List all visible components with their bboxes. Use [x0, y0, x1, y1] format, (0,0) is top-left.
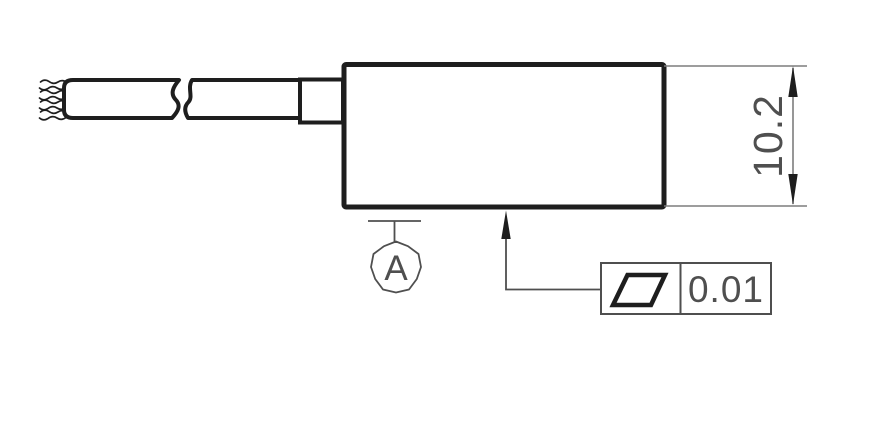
- datum-balloon: [370, 240, 422, 294]
- tolerance-value: 0.01: [688, 269, 764, 310]
- datum-label: A: [384, 249, 408, 288]
- feature-control-frame: 0.01: [600, 262, 772, 315]
- dimension-arrow-up-icon: [788, 66, 798, 97]
- sensor-body: [341, 62, 667, 210]
- dimension-value: 10.2: [745, 94, 791, 178]
- cable-segment-left: [62, 78, 181, 120]
- cable-segment-right: [183, 78, 304, 120]
- cable-connector: [298, 77, 345, 125]
- dimension-arrow-down-icon: [788, 174, 798, 205]
- leader-arrow-icon: [501, 210, 511, 239]
- flatness-symbol-icon: [609, 272, 669, 308]
- leader-line: [505, 236, 601, 291]
